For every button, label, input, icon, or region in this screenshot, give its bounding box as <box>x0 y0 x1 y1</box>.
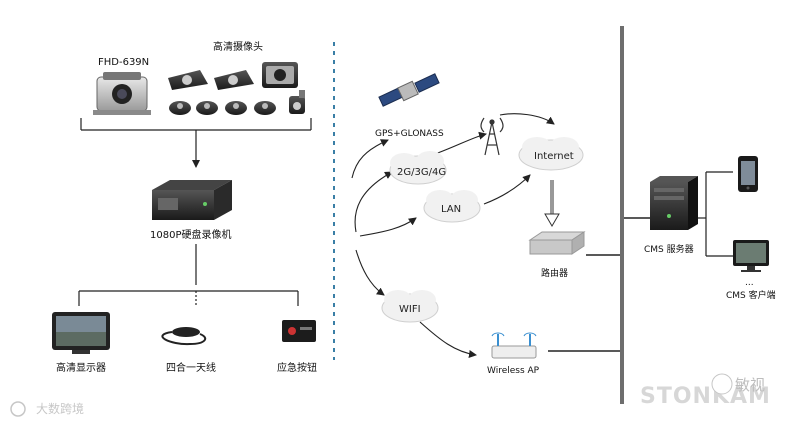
monitor-image <box>52 312 110 354</box>
lan-cloud: LAN <box>423 190 481 223</box>
side-camera-icon <box>168 70 208 90</box>
phone-image <box>738 156 758 192</box>
internet-label: Internet <box>534 151 574 162</box>
output-bracket <box>78 290 299 306</box>
cms-server-label: CMS 服务器 <box>644 243 694 255</box>
router-label: 路由器 <box>541 267 568 279</box>
box-camera-icon <box>262 62 298 88</box>
recorder-image <box>152 180 232 220</box>
watermark-left: 大数跨境 <box>10 401 84 417</box>
watermark-left-text: 大数跨境 <box>36 401 84 416</box>
cellular-cloud: 2G/3G/4G <box>389 151 447 185</box>
dome-camera-icon <box>225 101 247 115</box>
dome-camera-icon <box>196 101 218 115</box>
watermark-wechat-text: 敏视 <box>735 376 765 394</box>
antenna-label: 四合一天线 <box>166 361 216 374</box>
client-ellipsis: ... <box>745 278 754 288</box>
satellite-label: GPS+GLONASS <box>375 129 444 139</box>
cellular-label: 2G/3G/4G <box>397 167 446 178</box>
hd-camera-group-image <box>168 62 305 115</box>
camera-bracket <box>80 118 312 131</box>
wifi-label: WIFI <box>399 304 421 315</box>
client-bracket <box>698 171 733 257</box>
client-monitor-image <box>733 240 769 272</box>
cms-server-image <box>650 176 698 230</box>
wireless-ap-label: Wireless AP <box>487 366 540 376</box>
fhd-camera-image <box>93 72 151 115</box>
router-image <box>528 231 586 255</box>
side-camera-icon <box>214 70 254 90</box>
internet-cloud: Internet <box>518 137 584 171</box>
cms-client-label: CMS 客户端 <box>726 289 776 301</box>
internet-to-router-arrow <box>544 180 560 227</box>
camera-group-label: 高清摄像头 <box>213 40 263 53</box>
monitor-label: 高清显示器 <box>56 361 106 374</box>
cell-tower-icon <box>480 117 504 156</box>
satellite-icon <box>378 73 440 107</box>
wireless-ap-image <box>491 332 537 359</box>
lan-label: LAN <box>441 204 461 215</box>
dome-camera-icon <box>254 101 276 115</box>
dome-camera-icon <box>169 101 191 115</box>
antenna-image <box>161 327 207 346</box>
watermark-right: STONKAM 敏视 <box>640 373 771 409</box>
emergency-button-label: 应急按钮 <box>277 361 317 374</box>
recorder-label: 1080P硬盘录像机 <box>150 228 231 241</box>
watermark-brand-text: STONKAM <box>640 384 771 409</box>
wifi-cloud: WIFI <box>381 290 439 323</box>
bracket-camera-icon <box>289 90 305 114</box>
camera-model-label: FHD-639N <box>98 57 149 68</box>
emergency-button-image <box>282 320 316 342</box>
